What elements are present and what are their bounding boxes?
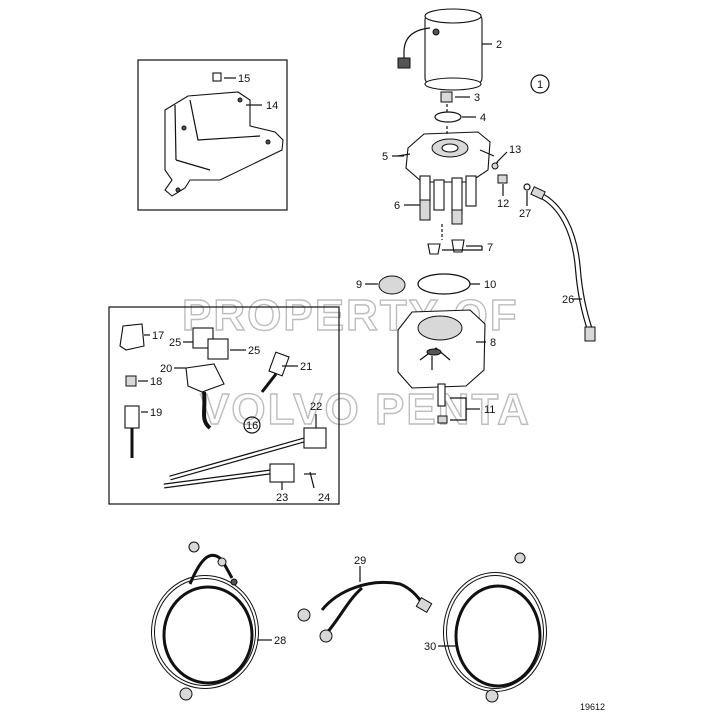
label-29: 29: [354, 555, 366, 567]
bushing-7a: [427, 243, 441, 255]
harness-30: [438, 552, 547, 703]
label-3: 3: [474, 92, 480, 104]
label-23: 23: [276, 492, 288, 504]
label-25-a: 25: [169, 337, 181, 349]
label-5: 5: [382, 151, 388, 163]
pin-11: [437, 383, 446, 407]
plug-12: [497, 174, 508, 184]
label-8: 8: [490, 337, 496, 349]
reservoir-8: [397, 309, 486, 389]
label-9: 9: [356, 279, 362, 291]
label-25-b: 25: [248, 345, 260, 357]
label-30: 30: [424, 641, 436, 653]
cap-9: [378, 275, 406, 295]
seal-27: [523, 183, 531, 191]
label-12: 12: [497, 198, 509, 210]
harness-28: [151, 541, 272, 701]
harness-29: [297, 566, 433, 643]
o-ring-4: [434, 111, 462, 123]
label-19: 19: [150, 407, 162, 419]
hose-26: [530, 186, 596, 342]
label-4: 4: [480, 112, 486, 124]
label-14: 14: [266, 100, 278, 112]
label-7: 7: [487, 242, 493, 254]
bushing-7b: [451, 239, 465, 253]
bracket-inset: [137, 59, 288, 211]
label-11: 11: [484, 404, 495, 416]
label-10: 10: [484, 279, 496, 291]
label-27: 27: [519, 208, 531, 220]
label-22: 22: [310, 401, 322, 413]
drawing-reference-number: 19612: [580, 702, 605, 712]
callout-circle-1: [530, 74, 550, 94]
label-24: 24: [318, 492, 330, 504]
coupling-3: [440, 91, 453, 103]
label-15: 15: [238, 73, 250, 85]
label-17: 17: [152, 330, 164, 342]
electrical-inset-frame: [108, 306, 340, 505]
electrical-inset: [108, 306, 340, 505]
bracket-plate: [164, 91, 284, 197]
screw-15: [212, 72, 222, 82]
screw-11: [437, 415, 448, 424]
valve-block: [392, 131, 495, 225]
label-26: 26: [562, 294, 574, 306]
label-13: 13: [509, 144, 521, 156]
label-20: 20: [160, 363, 172, 375]
label-6: 6: [394, 200, 400, 212]
label-28: 28: [274, 635, 286, 647]
label-2: 2: [496, 39, 502, 51]
label-1: 1: [537, 79, 543, 91]
label-18: 18: [150, 376, 162, 388]
bracket-inset-frame: [137, 59, 288, 211]
part-labels: 1 2 3 4 5 6 7 8 9 10 11 12 13 14 15 16 1…: [150, 39, 605, 712]
label-16: 16: [246, 420, 258, 432]
label-21: 21: [300, 361, 312, 373]
fitting-13: [491, 162, 499, 170]
pump-motor: [397, 8, 492, 91]
